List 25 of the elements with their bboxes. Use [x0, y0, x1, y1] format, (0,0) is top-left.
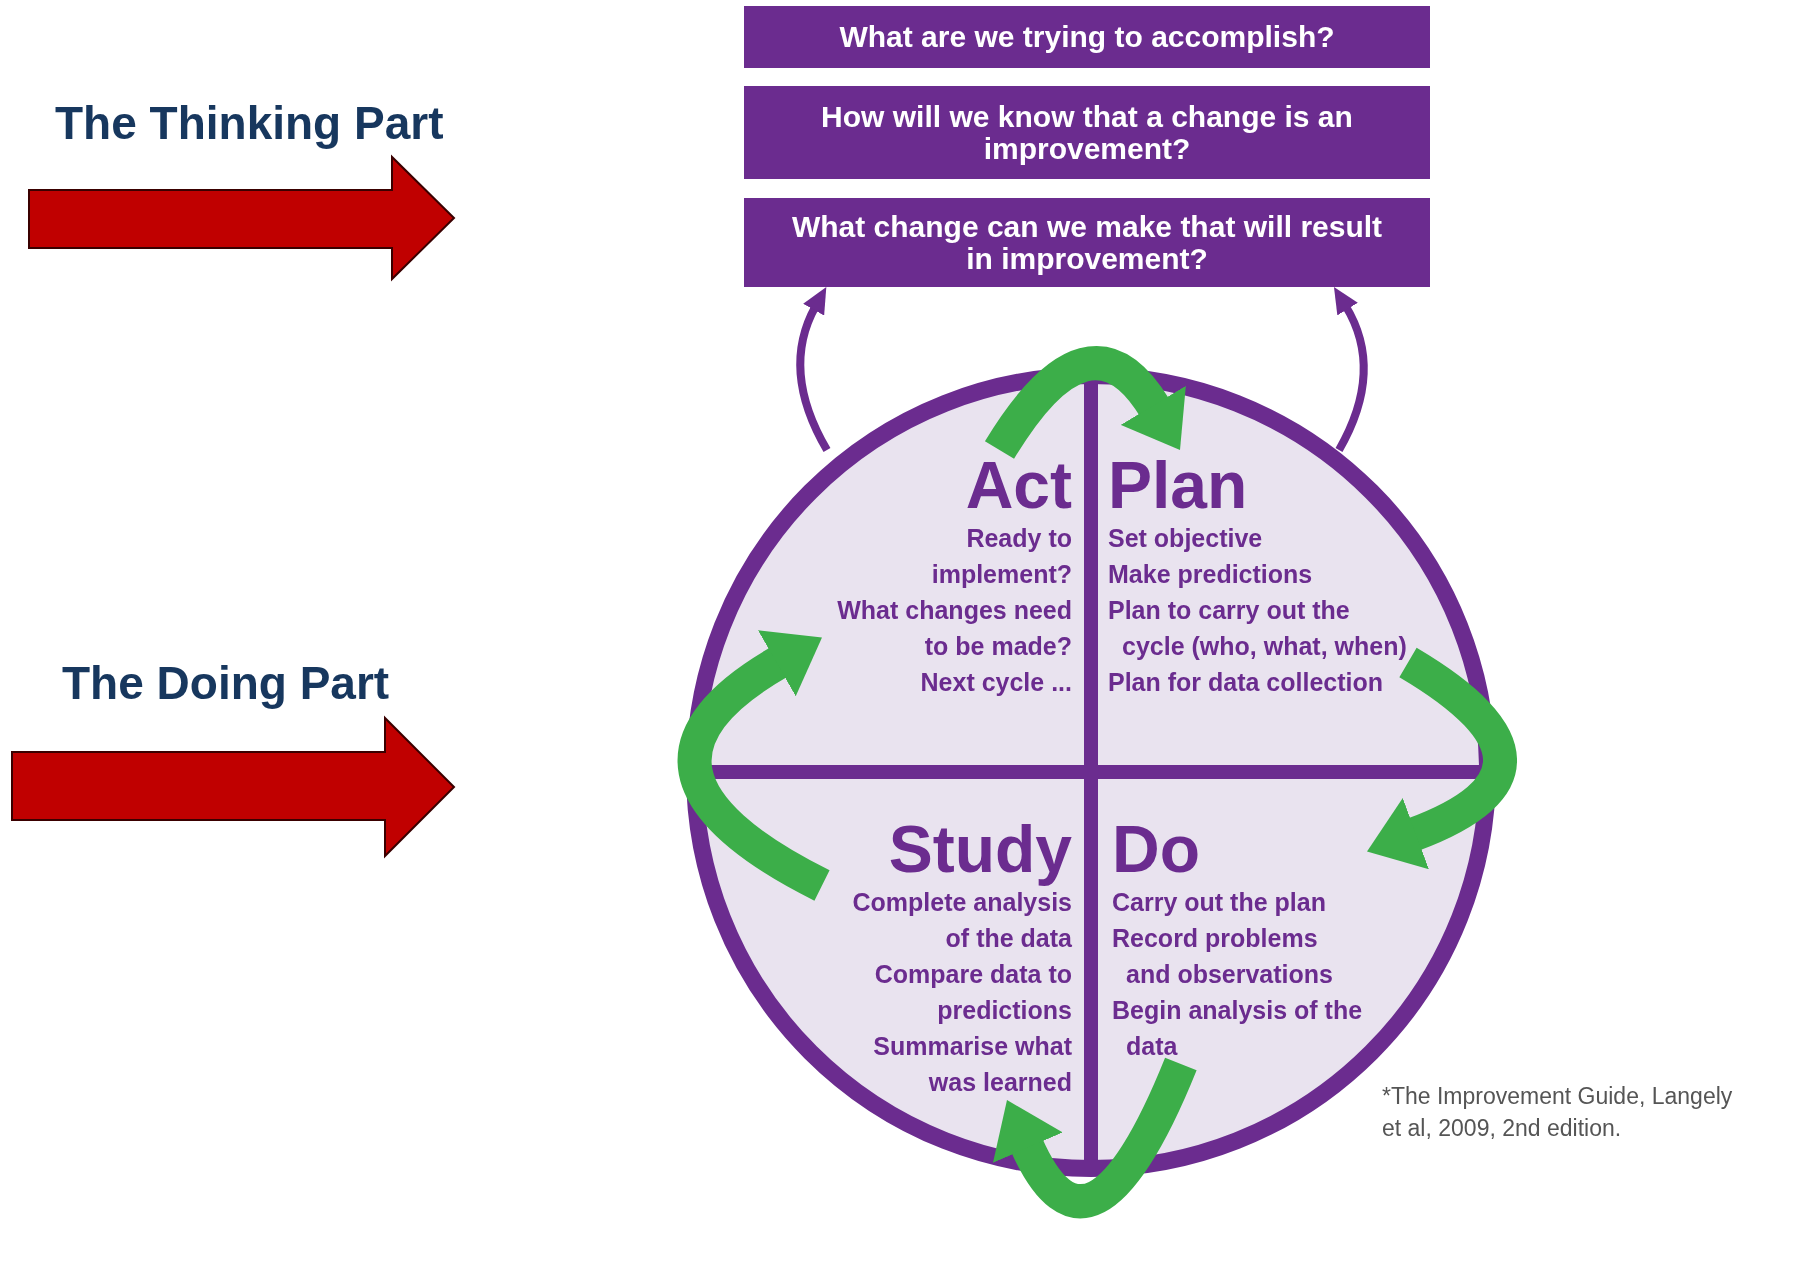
step-text: Make predictions: [1108, 559, 1314, 590]
step-text: What changes need to be made?: [836, 595, 1072, 662]
step-text: Record problems and observations: [1112, 923, 1334, 990]
section-label: The Doing Part: [62, 656, 390, 710]
quadrant-heading: Plan: [1108, 450, 1248, 520]
question-box: What are we trying to accomplish?: [744, 6, 1430, 68]
cycle-arrow: [678, 631, 831, 901]
step-text: Plan for data collection: [1108, 667, 1385, 698]
quadrant-heading: Study: [888, 814, 1072, 884]
cycle-arrow: [993, 1057, 1197, 1218]
step-text: Compare data to predictions: [873, 959, 1072, 1026]
step-text: Ready to implement?: [930, 523, 1072, 590]
step-text: Next cycle ...: [919, 667, 1072, 698]
step-text: Complete analysis of the data: [851, 887, 1072, 954]
step-text: Plan to carry out the cycle (who, what, when): [1108, 595, 1408, 662]
question-box: How will we know that a change is an improvement?: [744, 86, 1430, 179]
step-text: Summarise what was learned: [872, 1031, 1072, 1098]
question-box: What change can we make that will result in improvement?: [744, 198, 1430, 287]
step-text: Begin analysis of the data: [1112, 995, 1364, 1062]
quadrant-heading: Act: [965, 450, 1072, 520]
section-label: The Thinking Part: [55, 96, 444, 150]
step-text: Carry out the plan: [1112, 887, 1327, 918]
quadrant-heading: Do: [1112, 814, 1200, 884]
citation-note: *The Improvement Guide, Langely et al, 2009, 2nd edition.: [1382, 1082, 1734, 1143]
step-text: Set objective: [1108, 523, 1264, 554]
